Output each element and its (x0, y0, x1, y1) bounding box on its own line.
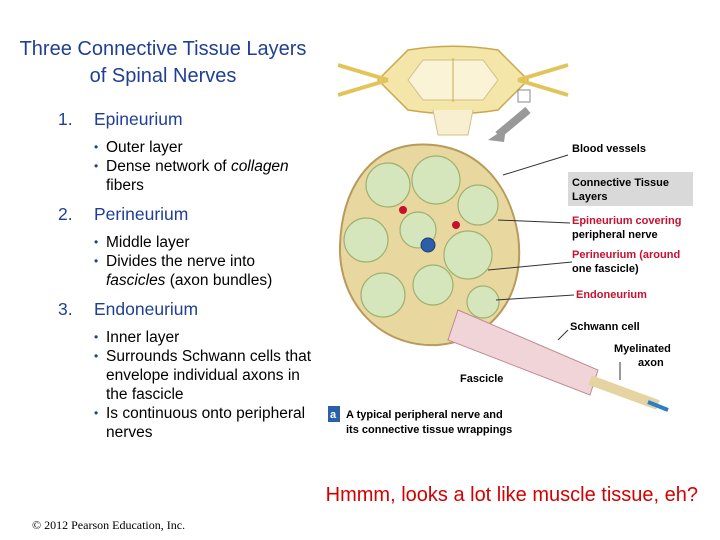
bullet-item: Is continuous onto peripheral nerves (94, 404, 318, 442)
label-box-title-1: Connective Tissue (572, 177, 669, 189)
label-endoneurium: Endoneurium (576, 289, 647, 301)
figure-caption-1: A typical peripheral nerve and (346, 409, 503, 421)
section-heading: Endoneurium (94, 299, 199, 319)
section-number: 1. (58, 109, 73, 129)
section-heading: Epineurium (94, 109, 183, 129)
muscle-tissue-note: Hmmm, looks a lot like muscle tissue, eh… (325, 484, 698, 506)
bullet-item: Inner layer (94, 328, 318, 347)
section-number: 2. (58, 204, 73, 224)
bullet-item: Dense network of collagen fibers (94, 157, 318, 195)
nerve-figure: Blood vessels Connective Tissue Layers E… (328, 45, 693, 436)
label-epineurium-2: peripheral nerve (572, 229, 658, 241)
bullet-item: Surrounds Schwann cells that envelope in… (94, 347, 318, 404)
legend-box (568, 172, 693, 206)
section-heading: Perineurium (94, 204, 189, 224)
bullet-item: Outer layer (94, 138, 318, 157)
spinal-cord-illustration (337, 45, 569, 142)
label-blood-vessels: Blood vessels (572, 143, 646, 155)
copyright: © 2012 Pearson Education, Inc. (32, 518, 186, 532)
label-perineurium-2: one fascicle) (572, 263, 639, 275)
label-box-title-2: Layers (572, 191, 607, 203)
svg-text:a: a (330, 409, 337, 421)
layer-list: 1. Epineurium Outer layer Dense network … (58, 108, 318, 450)
bullet-item: Divides the nerve into fascicles (axon b… (94, 252, 318, 290)
section-epineurium: 1. Epineurium Outer layer Dense network … (58, 108, 318, 195)
label-myelinated-1: Myelinated (614, 343, 671, 355)
label-perineurium-1: Perineurium (around (572, 249, 680, 261)
label-myelinated-2: axon (638, 357, 664, 369)
figure-badge (328, 406, 340, 422)
slide-title: Three Connective Tissue Layers of Spinal… (19, 38, 307, 87)
label-epineurium-1: Epineurium covering (572, 215, 681, 227)
label-fascicle: Fascicle (460, 373, 503, 385)
label-schwann-cell: Schwann cell (570, 321, 640, 333)
section-number: 3. (58, 299, 73, 319)
section-perineurium: 2. Perineurium Middle layer Divides the … (58, 203, 318, 290)
section-endoneurium: 3. Endoneurium Inner layer Surrounds Sch… (58, 298, 318, 442)
leader-lines (487, 154, 621, 380)
peripheral-nerve-illustration (338, 143, 669, 412)
figure-caption-2: its connective tissue wrappings (346, 424, 512, 436)
bullet-item: Middle layer (94, 233, 318, 252)
